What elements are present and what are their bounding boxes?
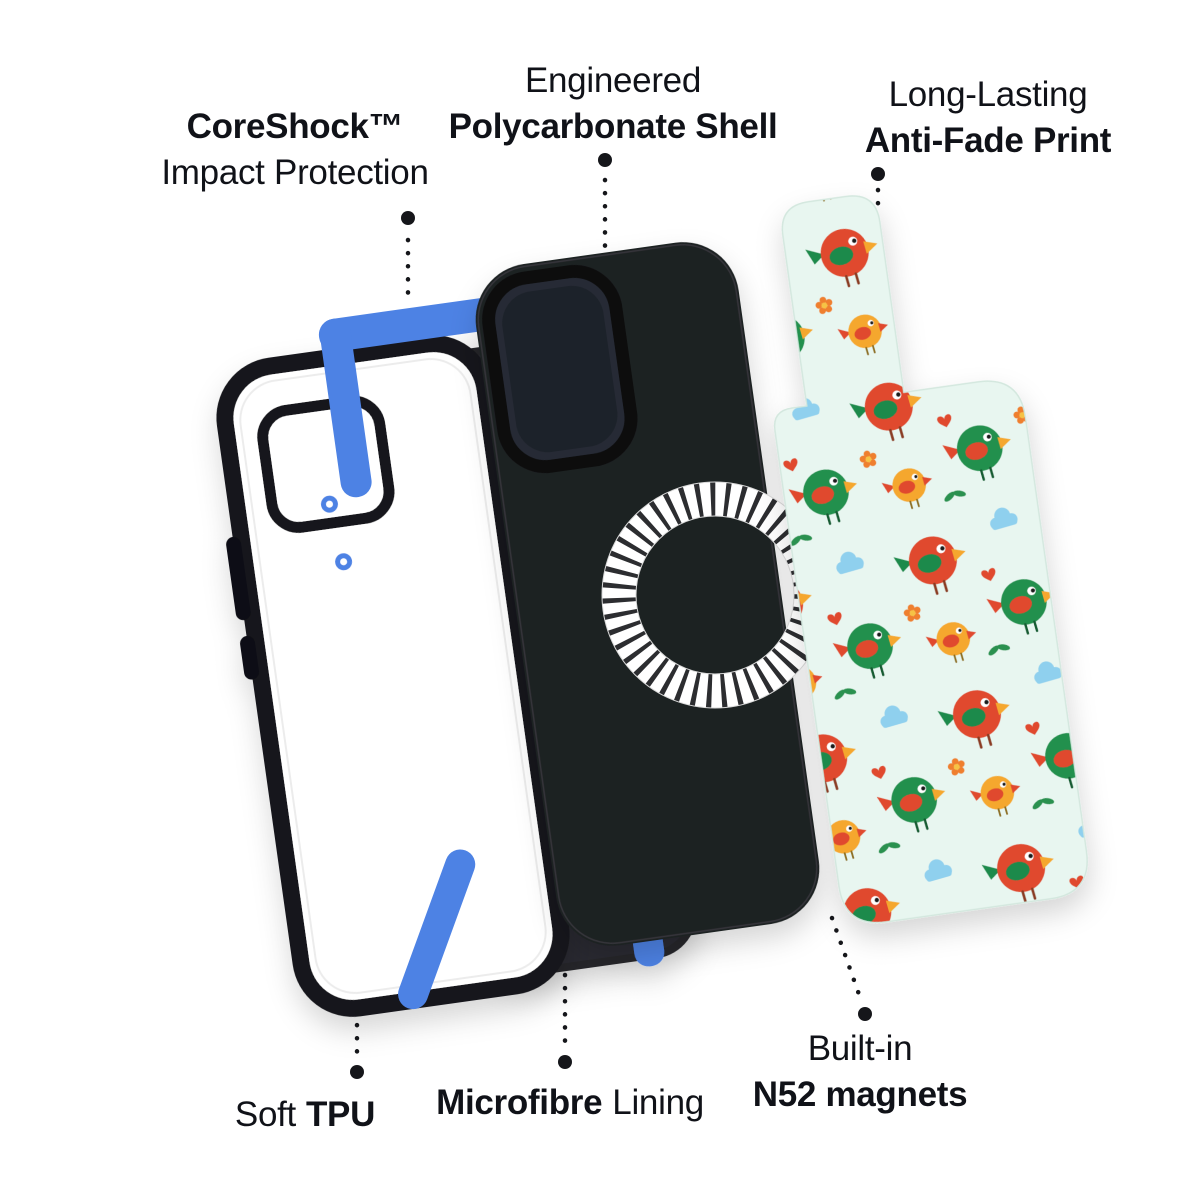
label-polycarbonate: Engineered Polycarbonate Shell	[449, 58, 778, 149]
anchor-dot	[401, 211, 415, 225]
anchor-dot	[858, 1007, 872, 1021]
connector-microfibre	[558, 972, 572, 1069]
connector-coreshock	[401, 211, 415, 305]
anchor-dot	[871, 167, 885, 181]
label-soft-tpu-regular: Soft	[234, 1095, 296, 1134]
label-magnets-line2: N52 magnets	[752, 1074, 968, 1114]
blue-bottom-strap	[398, 849, 476, 1010]
connector-antifade	[871, 167, 885, 207]
label-antifade-line2: Anti-Fade Print	[864, 120, 1112, 160]
label-coreshock-line2: Impact Protection	[161, 152, 429, 192]
label-antifade: Long-Lasting Anti-Fade Print	[864, 72, 1112, 163]
label-soft-tpu-bold: TPU	[305, 1095, 376, 1134]
anchor-dot	[558, 1055, 572, 1069]
printed-backplate-layer	[773, 195, 1088, 924]
label-polycarbonate-line1: Engineered	[524, 61, 702, 100]
label-antifade-line1: Long-Lasting	[888, 75, 1088, 114]
label-microfibre-regular: Lining	[612, 1083, 704, 1122]
polycarbonate-shell-layer	[475, 242, 820, 946]
bumper-frame-layer	[216, 335, 570, 1017]
connector-polycarbonate	[598, 153, 612, 253]
side-button	[226, 536, 251, 621]
label-microfibre-bold: Microfibre	[436, 1083, 603, 1122]
side-button	[240, 635, 260, 680]
label-magnets: Built-in N52 magnets	[753, 1026, 968, 1117]
connectors	[350, 153, 885, 1079]
blue-top-band	[318, 296, 508, 352]
anchor-dot	[598, 153, 612, 167]
connector-magnets	[829, 915, 872, 1021]
anchor-dot	[350, 1065, 364, 1079]
label-polycarbonate-line2: Polycarbonate Shell	[448, 106, 778, 146]
label-coreshock-line1: CoreShock™	[186, 107, 404, 146]
label-magnets-line1: Built-in	[807, 1029, 913, 1068]
label-coreshock: CoreShock™ Impact Protection	[161, 104, 429, 195]
connector-soft-tpu	[350, 1009, 364, 1079]
blue-left-tab	[319, 318, 372, 498]
